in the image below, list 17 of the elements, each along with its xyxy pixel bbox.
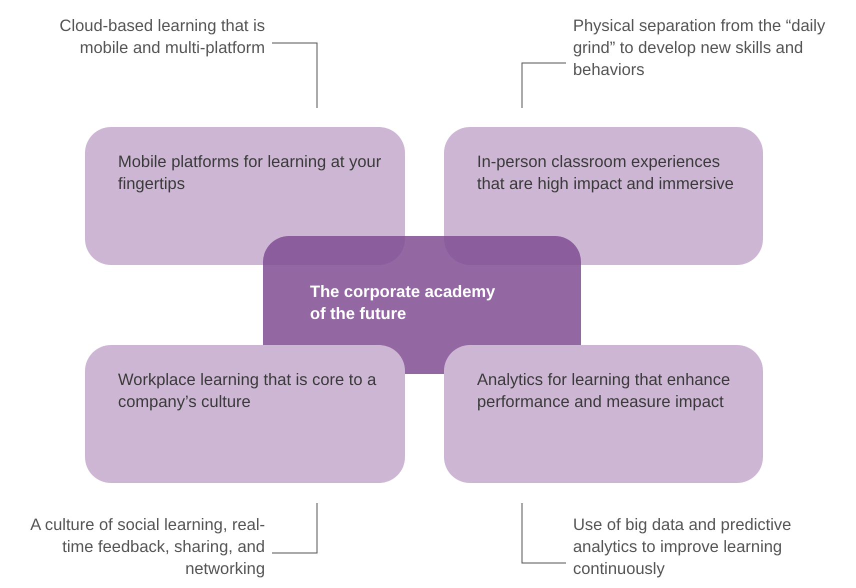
leader-line: [272, 502, 318, 554]
leader-line: [522, 502, 566, 564]
center-label: The corporate academy of the future: [310, 282, 496, 325]
box-label: In-person classroom experiences that are high impact and immersive: [477, 152, 735, 195]
leader-line: [272, 42, 318, 108]
callout-text: Physical separation from the “daily grind” to develop new skills and behaviors: [573, 15, 843, 81]
callout-text: Cloud-based learning that is mobile and multi-platform: [20, 15, 265, 59]
rounded-box: [444, 127, 763, 265]
box-label: Mobile platforms for learning at your fingertips: [118, 152, 382, 195]
leader-line: [522, 62, 566, 108]
rounded-box: [444, 345, 763, 483]
callout-text: A culture of social learning, real-time feedback, sharing, and networking: [10, 514, 265, 580]
rounded-box: [85, 345, 405, 483]
callout-text: Use of big data and predictive analytics to improve learning continuously: [573, 514, 843, 580]
rounded-box: [85, 127, 405, 265]
box-label: Analytics for learning that enhance performance and measure impact: [477, 370, 732, 413]
box-label: Workplace learning that is core to a company’s culture: [118, 370, 378, 413]
